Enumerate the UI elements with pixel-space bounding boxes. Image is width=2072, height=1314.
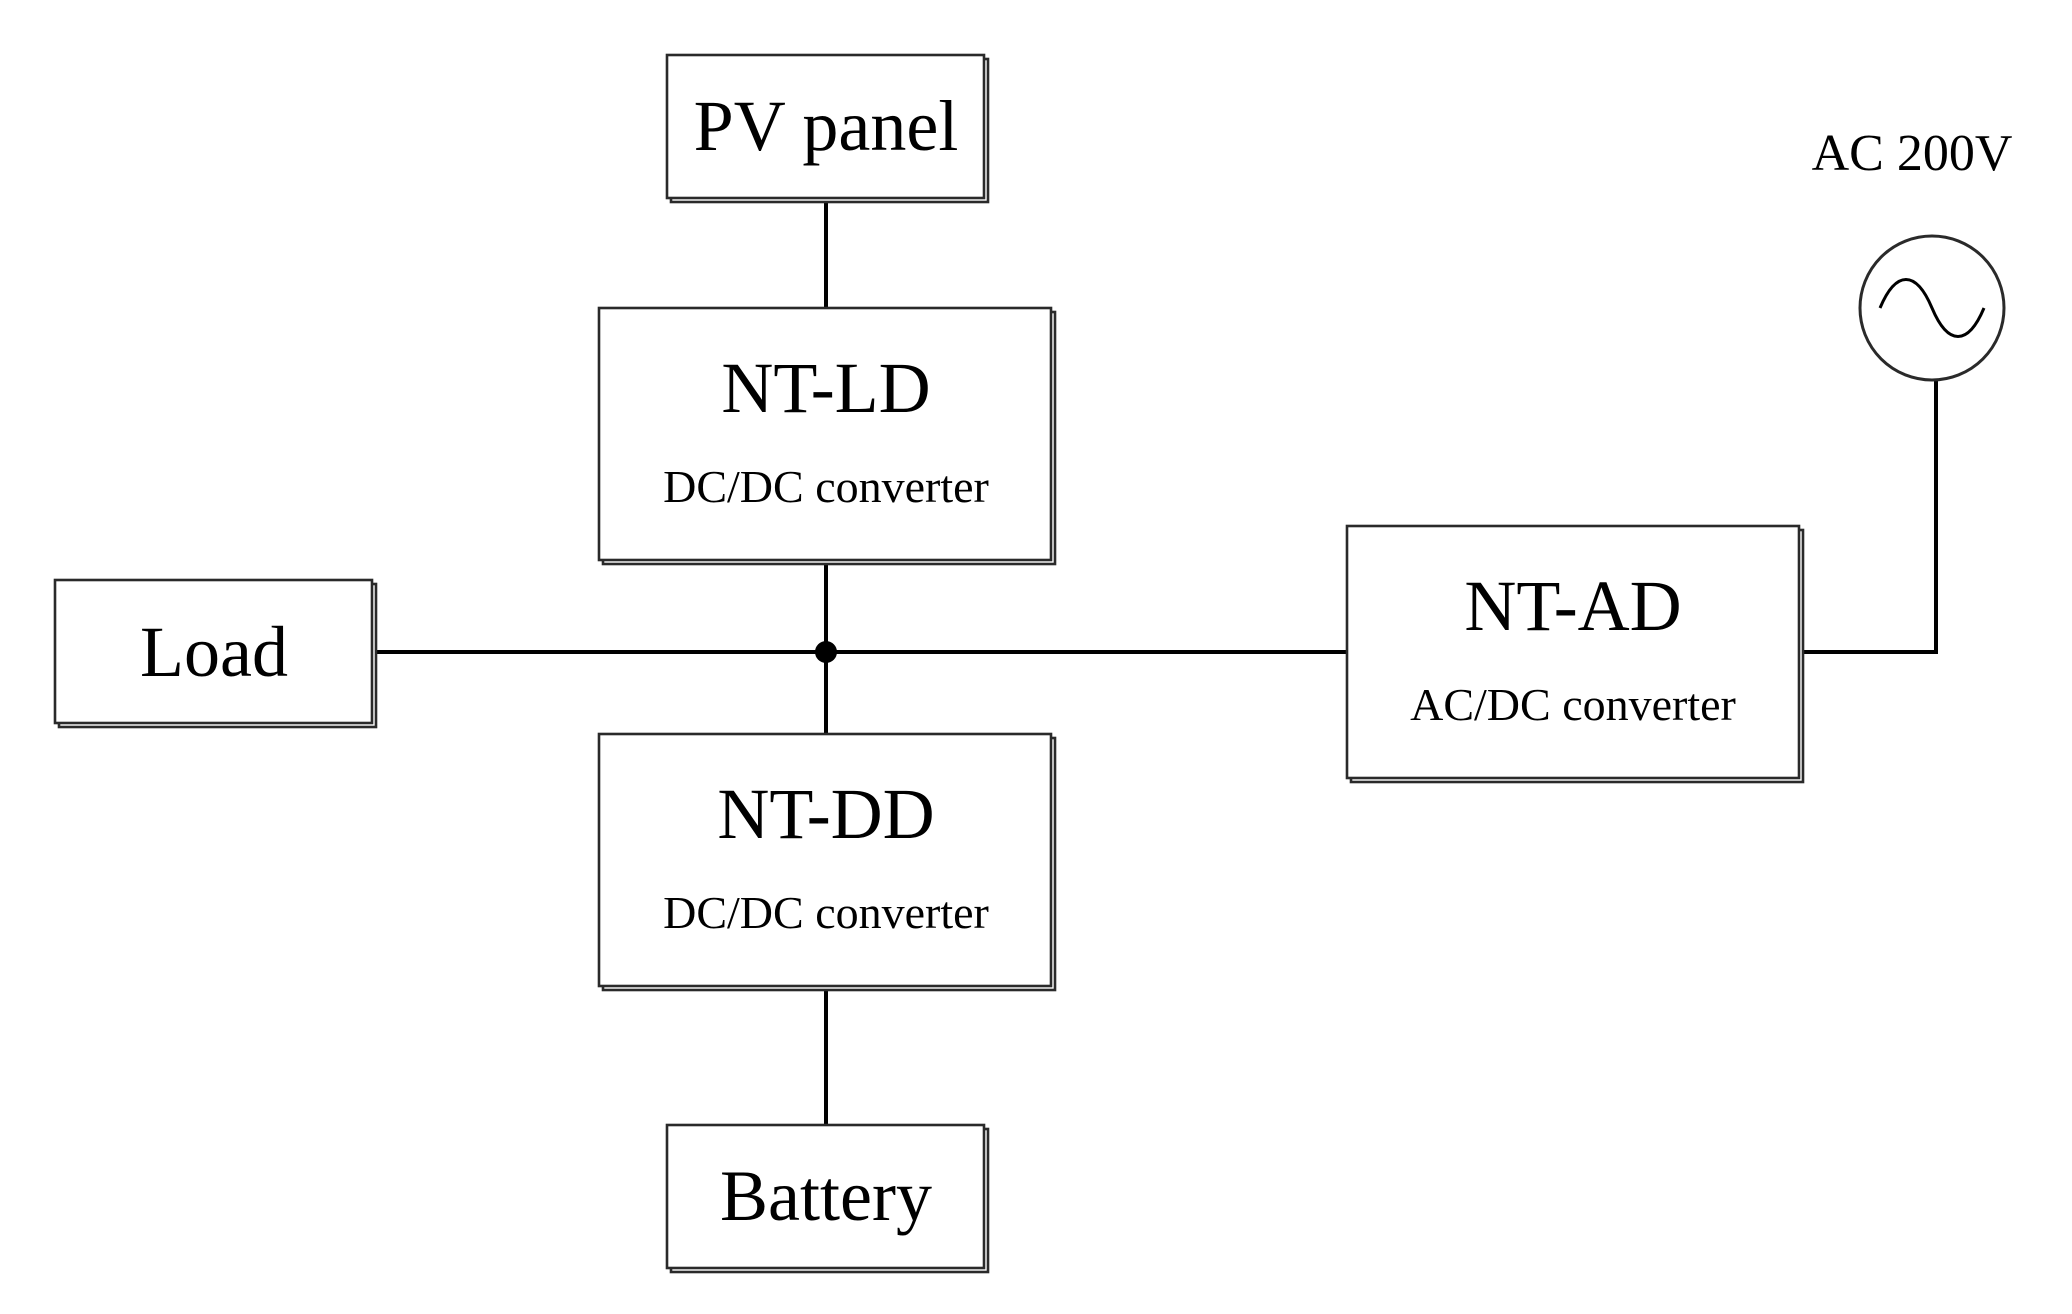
nt-ad-subtitle: AC/DC converter (1410, 679, 1736, 730)
nt-ld-block: NT-LD DC/DC converter (597, 306, 1057, 566)
nt-ld-title: NT-LD (721, 348, 930, 428)
pv-panel-label: PV panel (694, 86, 959, 166)
nt-ad-block: NT-AD AC/DC converter (1345, 524, 1805, 784)
nt-ld-subtitle: DC/DC converter (663, 461, 989, 512)
nt-dd-block: NT-DD DC/DC converter (597, 732, 1057, 992)
pv-panel-block: PV panel (665, 53, 990, 204)
nt-dd-subtitle: DC/DC converter (663, 887, 989, 938)
battery-label: Battery (720, 1156, 932, 1236)
ac-source: AC 200V (1812, 125, 2013, 382)
load-label: Load (140, 612, 288, 692)
wire-ntad-to-ac-source (1798, 378, 1938, 654)
nt-ad-title: NT-AD (1464, 566, 1681, 646)
ac-source-label: AC 200V (1812, 125, 2013, 182)
load-block: Load (53, 578, 378, 729)
nt-dd-title: NT-DD (717, 774, 934, 854)
bus-junction-dot (815, 641, 837, 663)
battery-block: Battery (665, 1123, 990, 1274)
connection-wires (371, 197, 1938, 1126)
sine-wave-icon (1878, 278, 1986, 338)
